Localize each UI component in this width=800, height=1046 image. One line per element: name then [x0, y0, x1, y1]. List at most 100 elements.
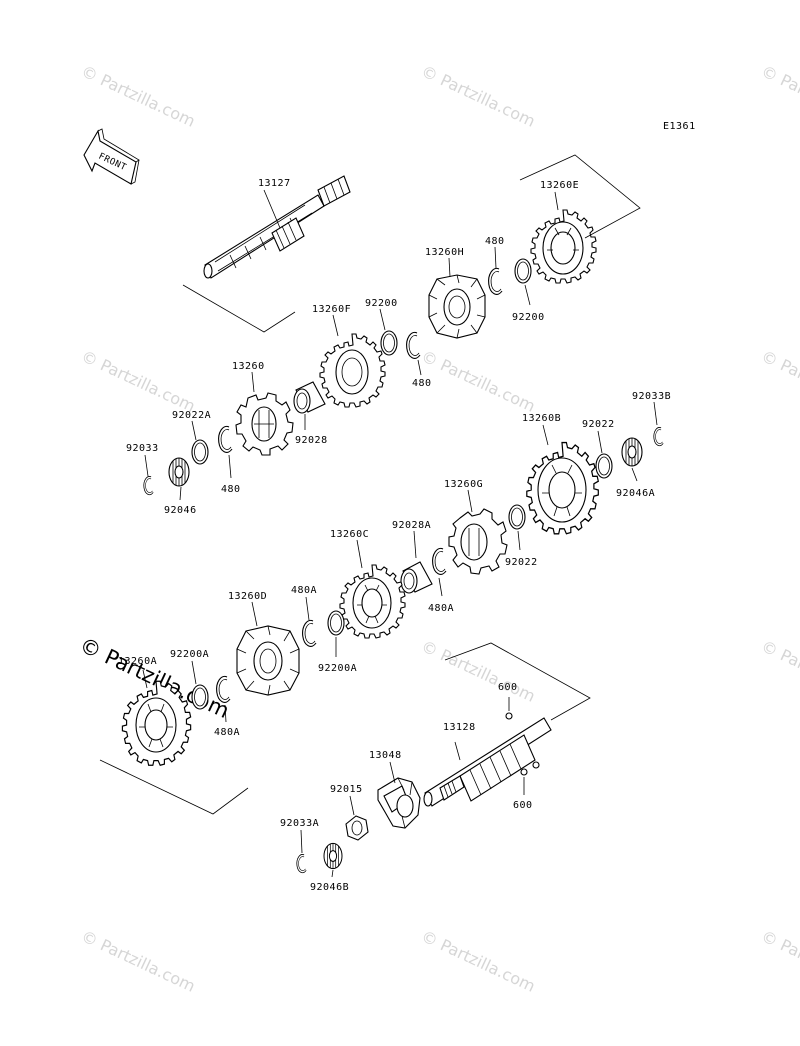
leader-line	[191, 660, 197, 685]
watermark: © Partzilla.com	[418, 636, 538, 705]
leader-line	[508, 697, 525, 795]
watermark: © Partzilla.com	[418, 346, 538, 415]
part-label: 600	[498, 682, 518, 693]
leader-line	[191, 420, 197, 441]
part-label: 480A	[428, 603, 454, 614]
part-label: 92046B	[310, 882, 349, 893]
leader-line	[524, 284, 531, 306]
circlip-480	[218, 425, 233, 453]
watermark: © Partzilla.com	[758, 61, 800, 130]
leader-line	[653, 401, 658, 426]
leader-line	[597, 430, 603, 454]
leader-line	[224, 704, 227, 723]
leader-line	[519, 154, 641, 239]
part-label: 92015	[330, 784, 363, 795]
bushing-92028A	[400, 561, 433, 594]
part-label: 480	[485, 236, 505, 247]
front-arrow-icon: FRONT	[83, 128, 140, 185]
washer-92200A	[191, 684, 209, 710]
leader-line	[417, 359, 422, 376]
watermark: © Partzilla.com	[418, 926, 538, 995]
part-label: 92200	[512, 312, 545, 323]
watermark: © Partzilla.com	[78, 926, 198, 995]
watermark: © Partzilla.com	[78, 61, 198, 130]
watermark: © Partzilla.com	[418, 61, 538, 130]
part-label: 92200	[365, 298, 398, 309]
watermark: © Partzilla.com	[78, 346, 198, 415]
watermark-layer: © Partzilla.com © Partzilla.com © Partzi…	[76, 61, 800, 995]
output-shaft-13128	[423, 717, 552, 807]
cam-13048	[377, 777, 421, 829]
leader-line	[494, 246, 497, 269]
part-label: 480	[412, 378, 432, 389]
gear-13260A	[121, 680, 192, 766]
leader-line	[448, 257, 451, 278]
input-shaft-13127	[203, 175, 351, 279]
part-label: 92033B	[632, 391, 671, 402]
part-label: 92028A	[392, 520, 431, 531]
leader-line	[517, 530, 521, 551]
part-label: 480	[221, 484, 241, 495]
leader-line	[438, 577, 443, 597]
part-label: 92028	[295, 435, 328, 446]
part-label: 13260C	[330, 529, 369, 540]
part-label: 13260A	[118, 656, 157, 667]
watermark: © Partzilla.com	[758, 346, 800, 415]
circlip-480A	[216, 675, 231, 703]
gear-13260G	[448, 508, 508, 575]
bearing-92046B	[323, 842, 343, 870]
leader-line	[542, 424, 549, 446]
part-label: 13260	[232, 361, 265, 372]
circlip-92033A	[296, 854, 307, 874]
leader-line	[413, 530, 417, 559]
part-label: 92200A	[170, 649, 209, 660]
washer-92022	[595, 453, 613, 479]
washer-92200A	[327, 610, 345, 636]
bearing-92046A	[621, 437, 643, 467]
gear-13260F	[319, 333, 386, 408]
part-label: 600	[513, 800, 533, 811]
part-label: 13048	[369, 750, 402, 761]
leader-line	[389, 761, 396, 784]
part-label: 92022	[582, 419, 615, 430]
part-label: 92046	[164, 505, 197, 516]
watermark: © Partzilla.com	[758, 926, 800, 995]
circlip-480A	[302, 619, 317, 647]
leader-line	[356, 539, 363, 569]
part-label: 92022	[505, 557, 538, 568]
gear-13260	[235, 392, 294, 456]
gear-13260H	[428, 274, 486, 339]
part-label: 92022A	[172, 410, 211, 421]
gear-13260D	[236, 625, 300, 696]
leader-line	[144, 454, 149, 477]
part-label: 13260G	[444, 479, 483, 490]
washer-92200	[380, 330, 398, 356]
nut-92015	[345, 815, 369, 841]
ball-600	[505, 712, 540, 776]
circlip-480	[488, 267, 503, 295]
diagram-code: E1361	[663, 121, 696, 132]
leader-line	[331, 869, 334, 878]
leader-line	[228, 454, 232, 479]
part-label: 480A	[214, 727, 240, 738]
leader-line	[251, 371, 255, 393]
leader-line	[182, 189, 296, 333]
part-label: 13260B	[522, 413, 561, 424]
washer-92200	[514, 258, 532, 284]
part-label: 92046A	[616, 488, 655, 499]
circlip-92033B	[653, 427, 664, 447]
part-label: 92033	[126, 443, 159, 454]
part-label: 13127	[258, 178, 291, 189]
leader-line	[179, 486, 182, 501]
circlip-480	[406, 331, 421, 359]
leader-line	[251, 601, 258, 627]
washer-92022A	[191, 439, 209, 465]
washer-92022	[508, 504, 526, 530]
gear-13260B	[526, 441, 599, 535]
bushing-92028	[293, 381, 326, 414]
circlip-92033	[143, 476, 154, 496]
leader-line	[349, 795, 355, 816]
part-label: 13260E	[540, 180, 579, 191]
part-label: 92033A	[280, 818, 319, 829]
